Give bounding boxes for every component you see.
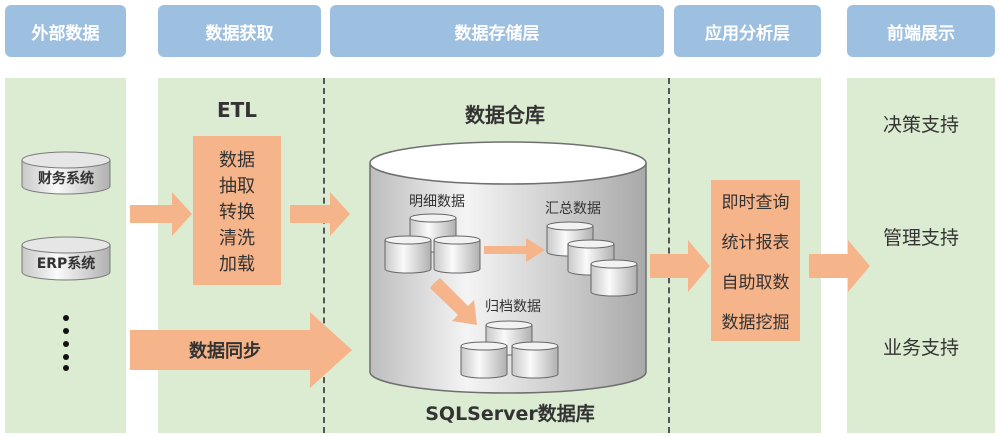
- frontend-item-decision: 决策支持: [882, 113, 959, 136]
- arrow-analysis-to-frontend: [809, 240, 870, 292]
- summary-data-cylinders: [546, 221, 638, 297]
- etl-step: 清洗: [219, 227, 255, 249]
- etl-step: 数据: [219, 149, 255, 171]
- etl-step: 抽取: [219, 175, 255, 197]
- more-sources-dots: [63, 315, 69, 371]
- archive-data-cylinders: [460, 320, 559, 379]
- analysis-item: 即时查询: [721, 192, 790, 213]
- etl-box: 数据 抽取 转换 清洗 加载: [193, 136, 281, 285]
- header-frontend: 前端展示: [847, 5, 995, 57]
- header-acquire: 数据获取: [158, 5, 321, 57]
- panel-frontend: [847, 78, 995, 433]
- frontend-item-management: 管理支持: [882, 226, 959, 249]
- detail-data-label: 明细数据: [409, 194, 465, 210]
- analysis-item: 统计报表: [721, 232, 790, 253]
- sync-label: 数据同步: [189, 341, 261, 362]
- analysis-item: 自助取数: [721, 273, 790, 294]
- header-analysis: 应用分析层: [674, 5, 821, 57]
- summary-data-label: 汇总数据: [545, 201, 601, 217]
- arrow-etl-to-storage: [290, 192, 350, 236]
- separator-acquire-storage: [323, 78, 325, 433]
- finance-system-label: 财务系统: [38, 171, 94, 187]
- header-storage: 数据存储层: [330, 5, 664, 57]
- arrow-detail-to-archive: [430, 278, 477, 325]
- analysis-box: 即时查询 统计报表 自助取数 数据挖掘: [711, 180, 800, 341]
- arrow-sync: [130, 312, 352, 388]
- erp-system-cylinder: [21, 236, 111, 281]
- arrow-external-to-etl: [130, 192, 192, 236]
- frontend-item-business: 业务支持: [882, 336, 959, 359]
- warehouse-title: 数据仓库: [465, 102, 545, 127]
- analysis-item: 数据挖掘: [721, 313, 790, 334]
- erp-system-label: ERP系统: [36, 256, 96, 272]
- detail-data-cylinders: [384, 213, 481, 274]
- arrow-detail-to-summary: [484, 238, 545, 262]
- etl-title: ETL: [216, 98, 258, 122]
- etl-step: 转换: [219, 201, 255, 223]
- finance-system-cylinder: [21, 151, 111, 195]
- arrow-storage-to-analysis: [650, 240, 710, 292]
- archive-data-label: 归档数据: [485, 299, 541, 315]
- header-external: 外部数据: [5, 5, 126, 57]
- database-label: SQLServer数据库: [425, 402, 595, 425]
- etl-step: 加载: [219, 253, 255, 275]
